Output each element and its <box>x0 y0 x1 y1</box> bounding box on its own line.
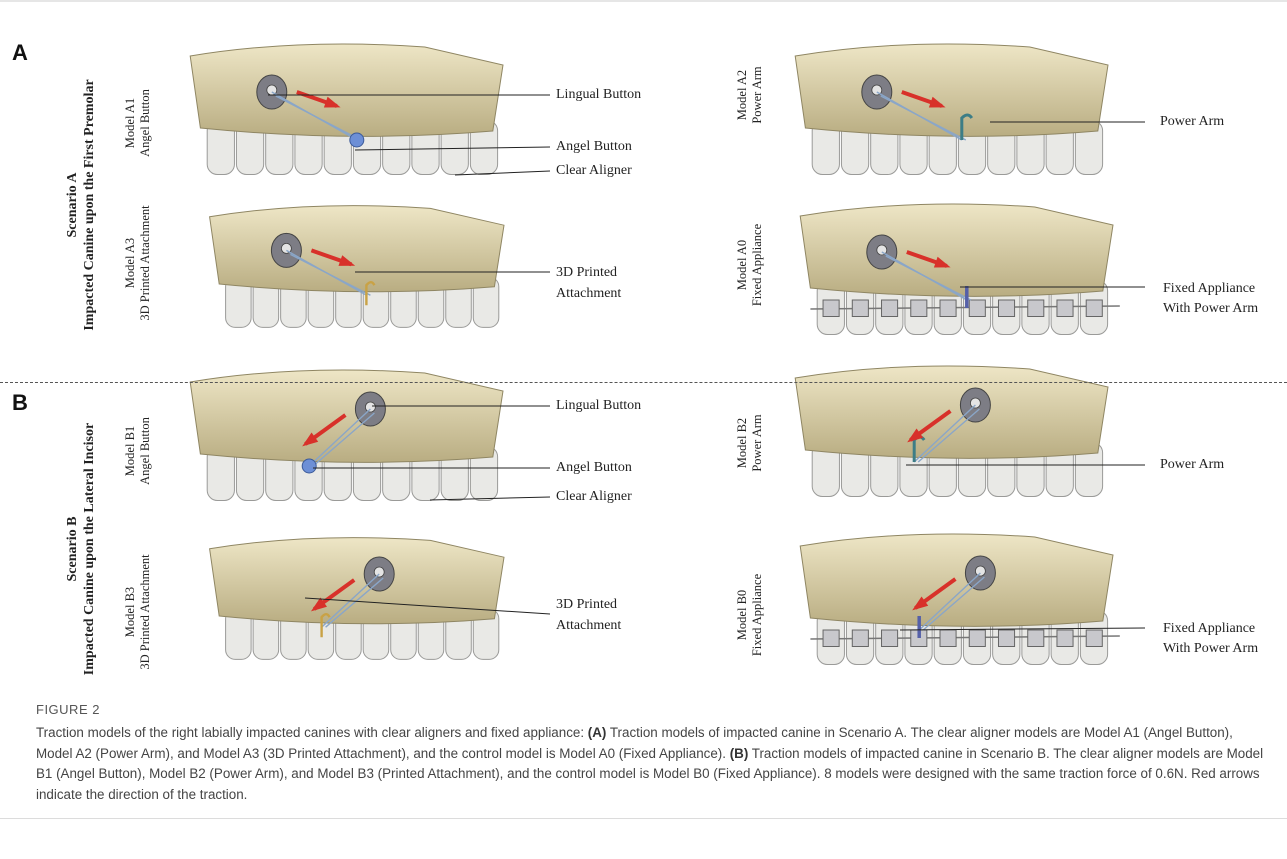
panel-divider <box>0 382 1287 383</box>
leader-lines <box>0 0 1287 700</box>
label-a0-fixed-line1: Fixed Appliance <box>1163 280 1255 297</box>
label-a0-fixed-line2: With Power Arm <box>1163 300 1258 317</box>
label-a1-clear-aligner: Clear Aligner <box>556 162 632 179</box>
label-b0-fixed-line2: With Power Arm <box>1163 640 1258 657</box>
caption-b-tag: (B) <box>730 746 749 761</box>
label-b3-attachment-line2: Attachment <box>556 617 621 634</box>
leader-a1-aligner <box>455 171 550 175</box>
leader-a1-angel <box>355 147 550 150</box>
label-b1-lingual-button: Lingual Button <box>556 397 641 414</box>
caption-intro: Traction models of the right labially im… <box>36 725 588 740</box>
label-b2-power-arm: Power Arm <box>1160 456 1224 473</box>
figure-label: FIGURE 2 <box>36 702 100 717</box>
leader-b3-attachment <box>305 598 550 614</box>
label-b1-angel-button: Angel Button <box>556 459 632 476</box>
leader-b0-fixed <box>900 628 1145 630</box>
label-a3-attachment-line2: Attachment <box>556 285 621 302</box>
label-a1-angel-button: Angel Button <box>556 138 632 155</box>
label-b1-clear-aligner: Clear Aligner <box>556 488 632 505</box>
label-a2-power-arm: Power Arm <box>1160 113 1224 130</box>
label-a1-lingual-button: Lingual Button <box>556 86 641 103</box>
label-b0-fixed-line1: Fixed Appliance <box>1163 620 1255 637</box>
caption-a-tag: (A) <box>588 725 607 740</box>
label-b3-attachment-line1: 3D Printed <box>556 596 617 613</box>
figure-caption: Traction models of the right labially im… <box>36 723 1266 805</box>
bottom-border <box>0 818 1287 819</box>
label-a3-attachment-line1: 3D Printed <box>556 264 617 281</box>
leader-b1-aligner <box>430 497 550 500</box>
